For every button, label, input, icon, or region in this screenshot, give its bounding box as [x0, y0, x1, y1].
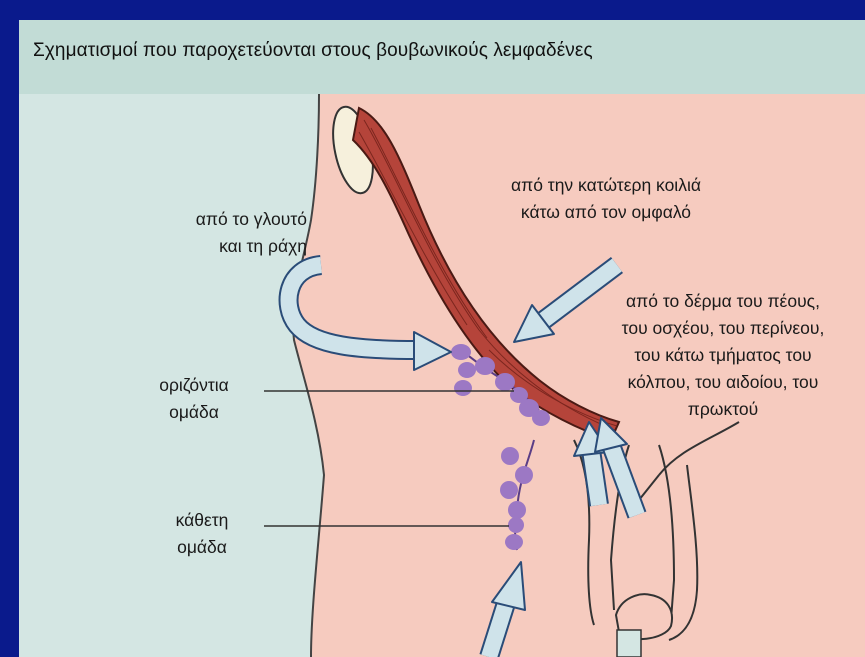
lymph-node-icon	[458, 362, 476, 378]
label-lower-abdomen: από την κατώτερη κοιλιά κάτω από τον ομφ…	[511, 172, 701, 226]
lymph-node-icon	[500, 481, 518, 499]
lymph-node-icon	[454, 380, 472, 396]
lymph-node-icon	[501, 447, 519, 465]
diagram-frame: Σχηματισμοί που παροχετεύονται στους βου…	[19, 20, 865, 657]
label-vertical-group: κάθετη ομάδα	[147, 507, 257, 561]
lymph-node-icon	[475, 357, 495, 375]
label-buttock-back: από το γλουτό και τη ράχη	[125, 206, 307, 260]
label-horizontal-group: οριζόντια ομάδα	[129, 372, 259, 426]
label-genital-skin: από το δέρμα του πέους, του οσχέου, του …	[585, 288, 861, 423]
lymph-node-icon	[532, 410, 550, 426]
lymph-node-icon	[508, 501, 526, 519]
lymph-node-icon	[508, 517, 524, 533]
lymph-node-icon	[451, 344, 471, 360]
thigh-shaft	[617, 630, 641, 657]
lymph-node-icon	[515, 466, 533, 484]
lymph-node-icon	[505, 534, 523, 550]
lymph-node-icon	[495, 373, 515, 391]
